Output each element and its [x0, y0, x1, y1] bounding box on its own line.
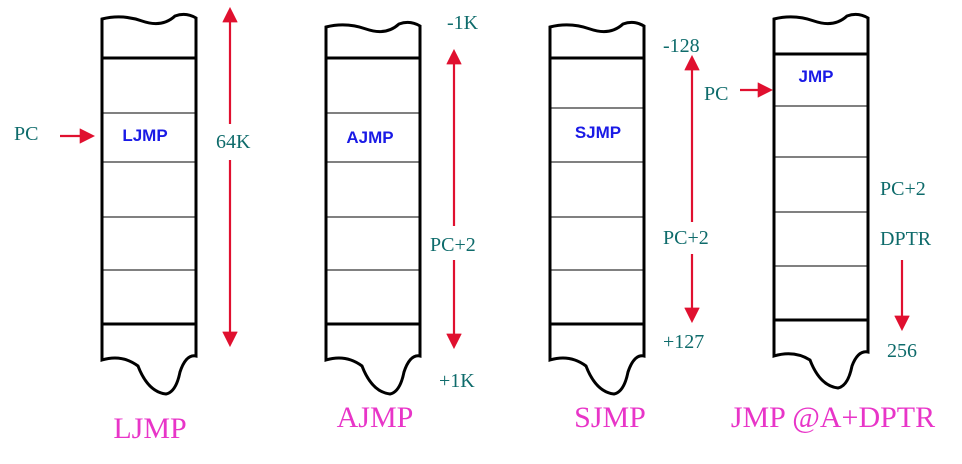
ljmp-memory-column — [100, 12, 198, 396]
ajmp-top-label: -1K — [447, 12, 479, 34]
sjmp-caption: SJMP — [574, 401, 646, 434]
jmp-instruction-label: JMP — [799, 67, 834, 86]
ljmp-instruction-label: LJMP — [122, 126, 167, 145]
ajmp-caption: AJMP — [337, 401, 414, 434]
sjmp-memory-column — [548, 20, 646, 396]
ajmp-instruction-label: AJMP — [346, 128, 393, 147]
jmp-caption: JMP @A+DPTR — [731, 401, 935, 434]
sjmp-bottom-label: +127 — [663, 331, 704, 353]
ljmp-pc-label: PC — [14, 123, 38, 145]
jmp-memory-column — [772, 12, 870, 390]
ajmp-bottom-label: +1K — [439, 370, 475, 392]
sjmp-mid-label: PC+2 — [663, 227, 709, 249]
jmp-dptr-label: DPTR — [880, 228, 932, 250]
jmp-pc2-label: PC+2 — [880, 178, 926, 200]
ljmp-caption: LJMP — [113, 412, 186, 445]
ajmp-memory-column — [324, 20, 422, 396]
jmp-end-label: 256 — [887, 340, 917, 362]
ljmp-range-label: 64K — [216, 131, 251, 153]
jmp-pc-label: PC — [704, 83, 728, 105]
ajmp-mid-label: PC+2 — [430, 234, 476, 256]
sjmp-instruction-label: SJMP — [575, 123, 621, 142]
sjmp-top-label: -128 — [663, 35, 700, 57]
